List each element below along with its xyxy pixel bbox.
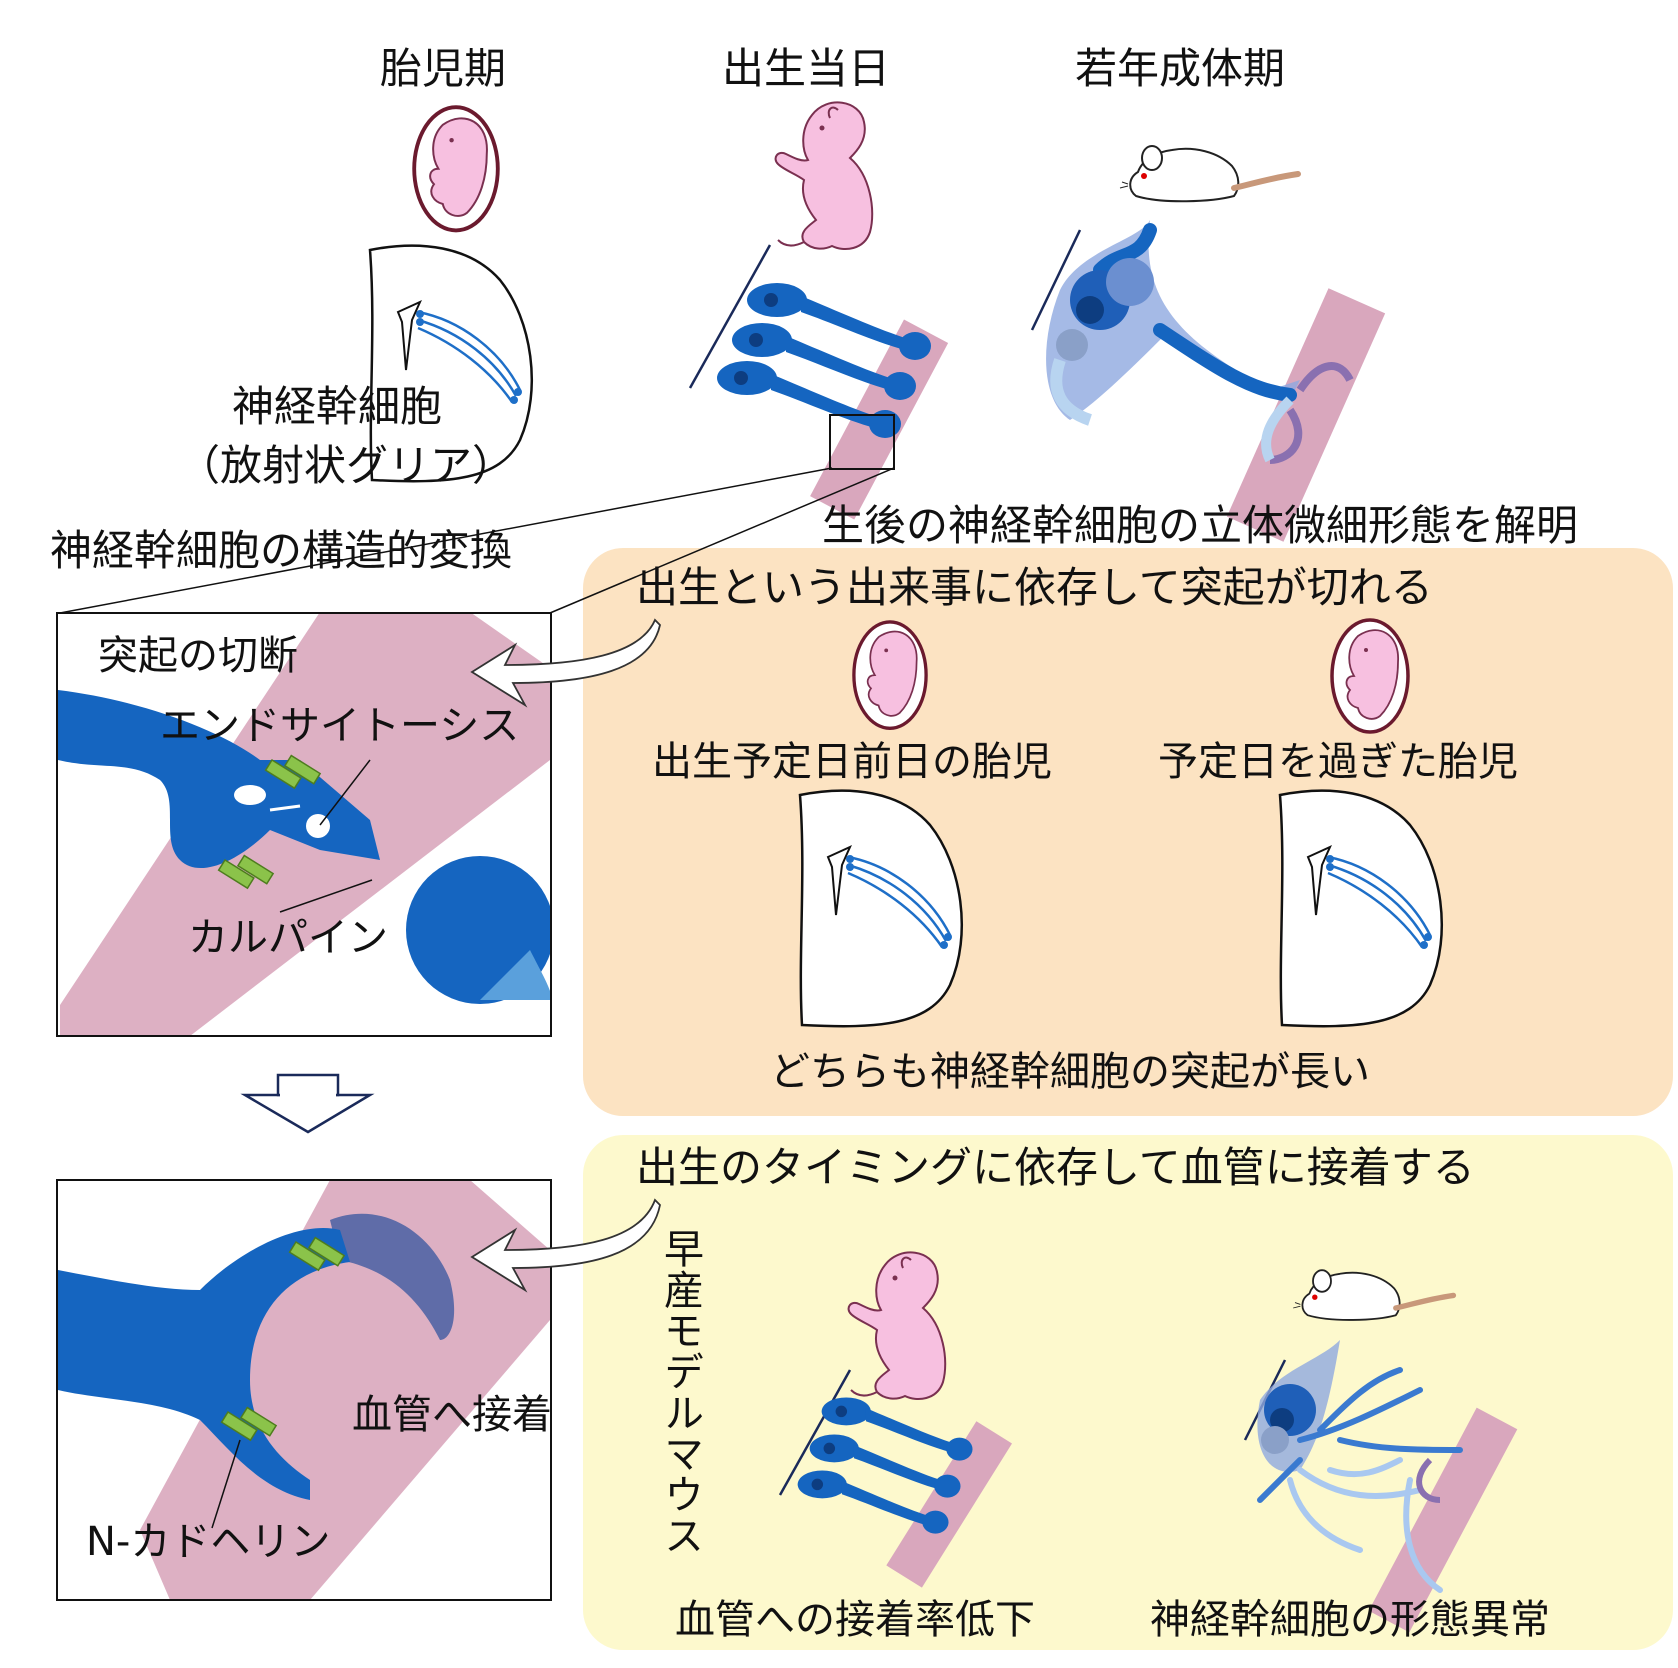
reduced-adhesion-label: 血管への接着率低下: [675, 1597, 1035, 1643]
cut-arrow-icon: [470, 618, 661, 708]
zoom-box: [829, 414, 895, 470]
endocytosis-label: エンドサイトーシス: [160, 703, 520, 749]
nsc-label: 神経幹細胞: [232, 382, 443, 431]
blood-vessel-adult: [1226, 288, 1386, 542]
ncadherin-label: N-カドヘリン: [86, 1519, 331, 1565]
stage-label-fetal: 胎児期: [380, 44, 507, 93]
panel-cut-title: 突起の切断: [98, 633, 298, 679]
abnormal-morphology-label: 神経幹細胞の形態異常: [1150, 1597, 1550, 1643]
preterm-model-label: 早産モデルマウス: [657, 1228, 703, 1556]
stage-label-young-adult: 若年成体期: [1075, 44, 1286, 93]
stage-label-birth-day: 出生当日: [722, 44, 891, 93]
yellow-box-bg: [583, 1135, 1673, 1650]
calpain-label: カルパイン: [188, 915, 388, 961]
fetus-before-label: 出生予定日前日の胎児: [652, 739, 1052, 785]
structural-change-label: 神経幹細胞の構造的変換: [50, 526, 513, 575]
nsc-label-radial-glia: （放射状グリア）: [178, 441, 515, 490]
fetal-stage-fetus: [412, 105, 500, 233]
orange-box-heading: 出生という出来事に依存して突起が切れる: [636, 563, 1433, 612]
down-arrow-icon: [240, 1093, 375, 1134]
adhesion-arrow-icon: [470, 1198, 661, 1293]
fetus-after-label: 予定日を過ぎた胎児: [1158, 739, 1518, 785]
yellow-box-heading: 出生のタイミングに依存して血管に接着する: [636, 1143, 1475, 1192]
birth-day-pup: [774, 101, 874, 251]
vessel-adhesion-label: 血管へ接着: [352, 1392, 552, 1438]
ventricle-surface-line: [688, 244, 772, 389]
postnatal-morphology-label: 生後の神経幹細胞の立体微細形態を解明: [822, 501, 1579, 550]
young-adult-mouse: [1120, 146, 1298, 201]
orange-box-bg: [583, 548, 1673, 1116]
both-long-label: どちらも神経幹細胞の突起が長い: [770, 1049, 1370, 1095]
